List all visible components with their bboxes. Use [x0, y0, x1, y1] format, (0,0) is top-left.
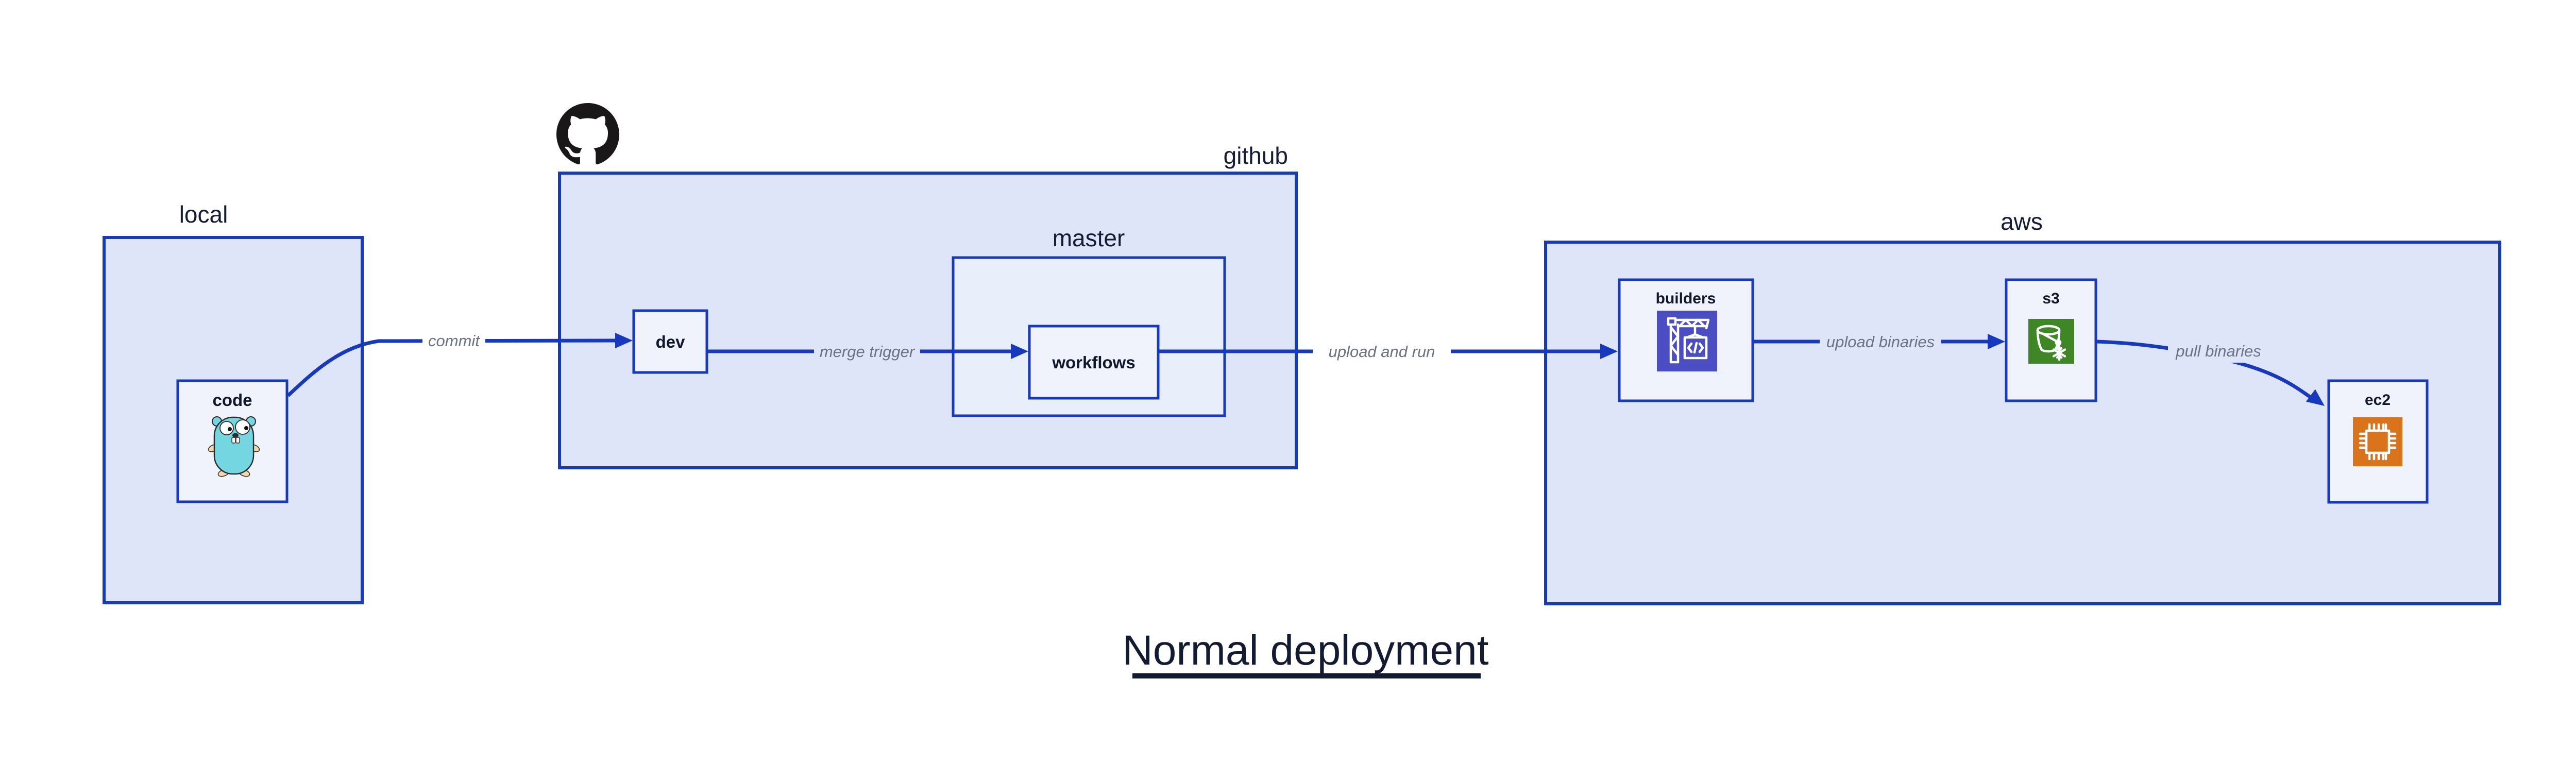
dev-box [632, 309, 708, 374]
upload-and-run-label-bg [1313, 341, 1451, 363]
pull-binaries-label-bg [2168, 340, 2269, 363]
merge-trigger-edge-label: merge trigger [820, 343, 916, 361]
commit-label-bg [422, 330, 485, 352]
github-label: github [1224, 142, 1288, 169]
commit-edge-label: commit [428, 332, 480, 350]
upload-binaries-arrowhead-icon [1988, 334, 2005, 349]
edge-labels: commit merge trigger upload and run uplo… [422, 330, 2269, 363]
builders-node: builders [1618, 278, 1754, 402]
merge-trigger-label-bg [814, 341, 920, 363]
crane-codebuild-icon [1657, 311, 1717, 371]
upload-binaries-edge-label: upload binaries [1826, 333, 1935, 351]
master-label: master [1053, 225, 1125, 251]
bucket-snowflake-icon [2028, 319, 2074, 364]
diagram-title: Normal deployment [1123, 627, 1489, 678]
dev-label: dev [656, 332, 686, 351]
workflows-label: workflows [1052, 353, 1135, 372]
local-label: local [179, 201, 228, 228]
upload-and-run-edge-label: upload and run [1329, 343, 1435, 361]
octocat-icon [556, 103, 619, 164]
cpu-chip-icon [2353, 417, 2402, 466]
ec2-node: ec2 [2327, 379, 2429, 504]
ec2-label: ec2 [2365, 392, 2391, 409]
commit-arrowhead-icon [615, 333, 633, 348]
builders-label: builders [1656, 290, 1716, 307]
code-node: code [176, 379, 289, 503]
workflows-node: workflows [1028, 325, 1160, 400]
dev-node: dev [632, 309, 708, 374]
pull-binaries-edge-label: pull binaries [2175, 342, 2261, 360]
pull-binaries-arrowhead-icon [2306, 389, 2325, 406]
title-text: Normal deployment [1123, 627, 1489, 674]
s3-node: s3 [2005, 278, 2097, 402]
aws-label: aws [2001, 208, 2043, 235]
s3-label: s3 [2042, 290, 2059, 307]
code-label: code [212, 390, 252, 410]
merge-trigger-arrowhead-icon [1011, 344, 1028, 359]
upload-binaries-label-bg [1820, 331, 1941, 353]
workflows-box [1028, 325, 1160, 400]
go-gopher-icon [208, 416, 260, 477]
upload-and-run-arrowhead-icon [1600, 344, 1618, 359]
commit-edge-line [286, 338, 617, 397]
